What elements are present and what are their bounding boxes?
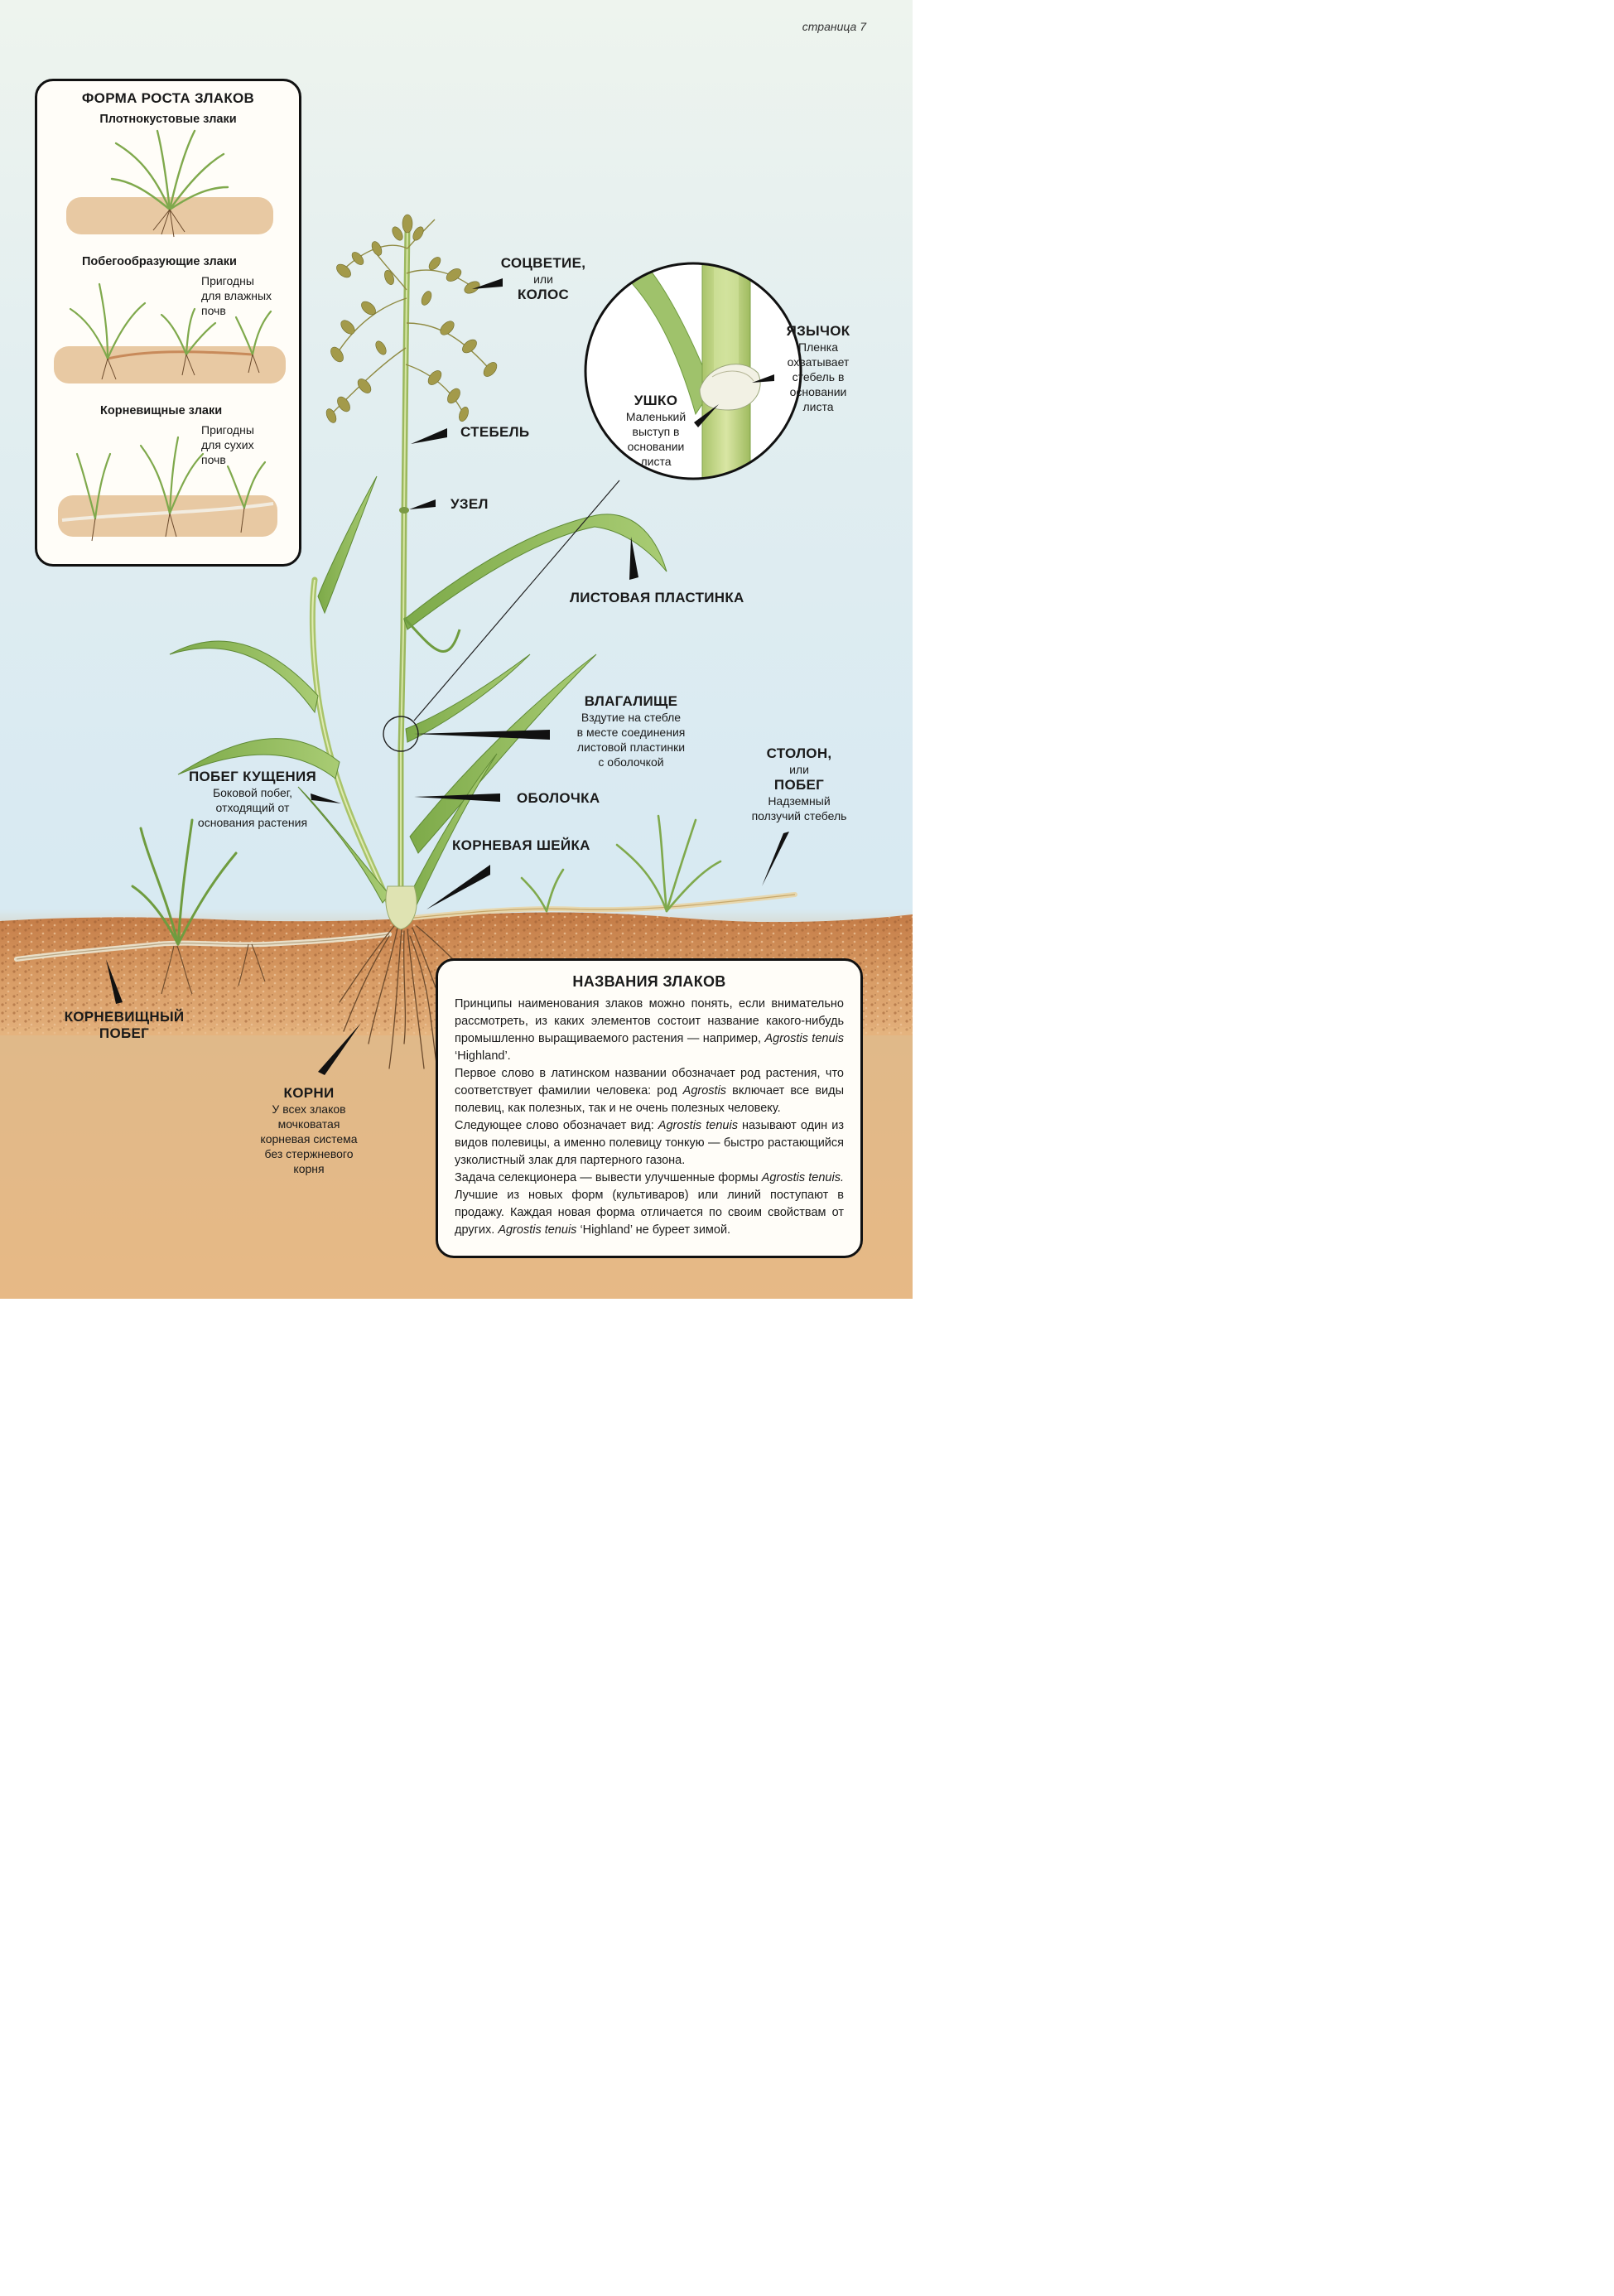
growth-forms-title: ФОРМА РОСТА ЗЛАКОВ xyxy=(81,90,255,106)
pointer-inflorescence xyxy=(472,278,503,289)
leaf-blade-mid-right xyxy=(405,654,531,743)
crown-base xyxy=(385,885,417,930)
pointer-tiller xyxy=(311,793,341,803)
label-inflorescence: СОЦВЕТИЕ, или КОЛОС xyxy=(500,255,586,302)
grass-names-text: Принципы наименования злаков можно понят… xyxy=(455,996,844,1239)
label-node: УЗЕЛ xyxy=(450,496,489,512)
names-paragraph-4: Задача селекционера — вывести улучшенные… xyxy=(455,1171,844,1237)
label-rhizome: КОРНЕВИЩНЫЙ ПОБЕГ xyxy=(64,1009,185,1041)
pointer-stem xyxy=(411,428,447,444)
pointer-node xyxy=(409,499,436,509)
rhizomatous-grass-note: Пригодны для сухих почв xyxy=(201,423,254,466)
tuft-right xyxy=(520,814,722,913)
tiller-stem xyxy=(309,576,399,923)
grass-names-title: НАЗВАНИЯ ЗЛАКОВ xyxy=(572,973,726,990)
label-ligule: ЯЗЫЧОК Пленка охватывает стебель в основ… xyxy=(786,323,850,413)
inflorescence-branches xyxy=(330,219,494,415)
magnifier-connector-line xyxy=(413,480,620,721)
label-roots: КОРНИ У всех злаков мочковатая корневая … xyxy=(260,1085,358,1175)
names-paragraph-2: Первое слово в латинском названии обозна… xyxy=(455,1067,844,1115)
leaf-blade-left xyxy=(169,640,319,714)
pointer-arrows xyxy=(106,278,789,1075)
pointer-blade xyxy=(629,537,638,580)
leaf-blade-right xyxy=(403,514,667,630)
label-blade: ЛИСТОВАЯ ПЛАСТИНКА xyxy=(570,590,744,605)
stoloniferous-grass-note: Пригодны для влажных почв xyxy=(201,274,272,317)
spikelets xyxy=(325,214,498,423)
label-collar: ВЛАГАЛИЩЕ Вздутие на стебле в месте соед… xyxy=(576,693,686,769)
pointer-roots xyxy=(318,1023,361,1075)
label-crown: КОРНЕВАЯ ШЕЙКА xyxy=(452,837,590,853)
page: страница 7 xyxy=(0,0,913,1299)
page-number: страница 7 xyxy=(802,20,866,33)
pointer-stolon xyxy=(762,832,789,886)
bunch-grass-drawing xyxy=(66,129,273,238)
leaf-blade-upper-left xyxy=(317,475,378,615)
pointer-rhizome xyxy=(106,959,123,1004)
names-paragraph-1: Принципы наименования злаков можно понят… xyxy=(455,997,844,1063)
tuft-left xyxy=(131,818,238,946)
label-stem: СТЕБЕЛЬ xyxy=(460,424,530,440)
stoloniferous-grass-drawing xyxy=(54,282,286,383)
label-auricle: УШКО Маленький выступ в основании листа xyxy=(625,393,687,468)
magnified-collar-inset xyxy=(584,262,802,480)
pointer-auricle xyxy=(694,404,719,427)
label-sheath: ОБОЛОЧКА xyxy=(517,790,600,806)
grass-names-panel: НАЗВАНИЯ ЗЛАКОВ Принципы наименования зл… xyxy=(436,958,863,1258)
bunch-grass-label: Плотнокустовые злаки xyxy=(99,113,237,126)
pointer-collar xyxy=(414,730,550,740)
label-stolon: СТОЛОН, или ПОБЕГ Надземный ползучий сте… xyxy=(751,745,847,822)
pointer-sheath xyxy=(414,793,500,802)
growth-forms-illustrations xyxy=(54,129,286,542)
rhizomatous-grass-label: Корневищные злаки xyxy=(100,404,223,417)
pointer-ligule xyxy=(752,374,774,383)
label-tiller: ПОБЕГ КУЩЕНИЯ Боковой побег, отходящий о… xyxy=(188,769,316,829)
names-paragraph-3: Следующее слово обозначает вид: Agrostis… xyxy=(455,1119,844,1167)
stem-node xyxy=(399,507,409,514)
rhizomatous-grass-drawing xyxy=(58,436,277,542)
pointer-crown xyxy=(426,865,490,909)
leaf-blade-low-left xyxy=(177,738,340,779)
leaf-blades xyxy=(169,475,667,908)
stoloniferous-grass-label: Побегообразующие злаки xyxy=(82,255,237,268)
growth-forms-panel: ФОРМА РОСТА ЗЛАКОВ Плотнокустовые злаки … xyxy=(35,79,301,567)
